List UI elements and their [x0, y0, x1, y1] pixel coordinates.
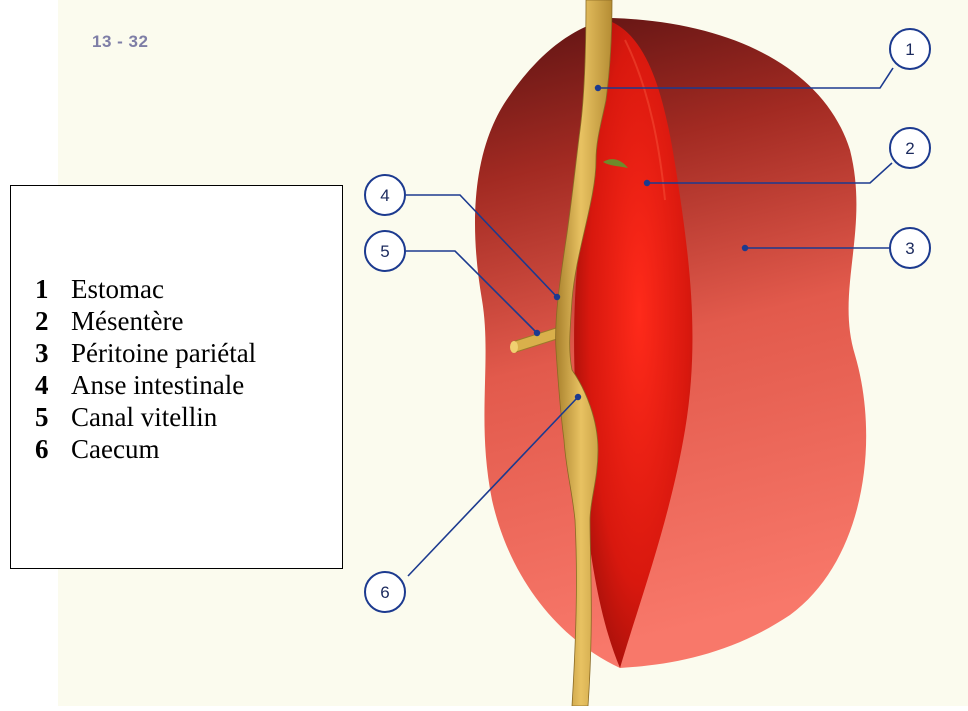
legend-number: 6 — [35, 433, 71, 465]
callout-6: 6 — [365, 572, 405, 612]
figure-code: 13 - 32 — [92, 32, 148, 52]
svg-text:1: 1 — [905, 40, 914, 59]
legend-label: Anse intestinale — [71, 370, 244, 400]
svg-text:4: 4 — [380, 186, 389, 205]
legend-label: Canal vitellin — [71, 402, 217, 432]
svg-text:6: 6 — [380, 583, 389, 602]
vitelline-duct-end — [510, 341, 518, 353]
legend-label: Mésentère — [71, 306, 183, 336]
legend-number: 1 — [35, 273, 71, 305]
legend-label: Péritoine pariétal — [71, 338, 256, 368]
callout-2: 2 — [890, 128, 930, 168]
callout-5: 5 — [365, 231, 405, 271]
callout-4: 4 — [365, 175, 405, 215]
callout-3: 3 — [890, 228, 930, 268]
svg-text:2: 2 — [905, 139, 914, 158]
legend-label: Estomac — [71, 274, 164, 304]
legend-label: Caecum — [71, 434, 159, 464]
legend-number: 5 — [35, 401, 71, 433]
legend-number: 4 — [35, 369, 71, 401]
svg-text:5: 5 — [380, 242, 389, 261]
legend-number: 2 — [35, 305, 71, 337]
legend-number: 3 — [35, 337, 71, 369]
callout-1: 1 — [890, 29, 930, 69]
svg-text:3: 3 — [905, 239, 914, 258]
